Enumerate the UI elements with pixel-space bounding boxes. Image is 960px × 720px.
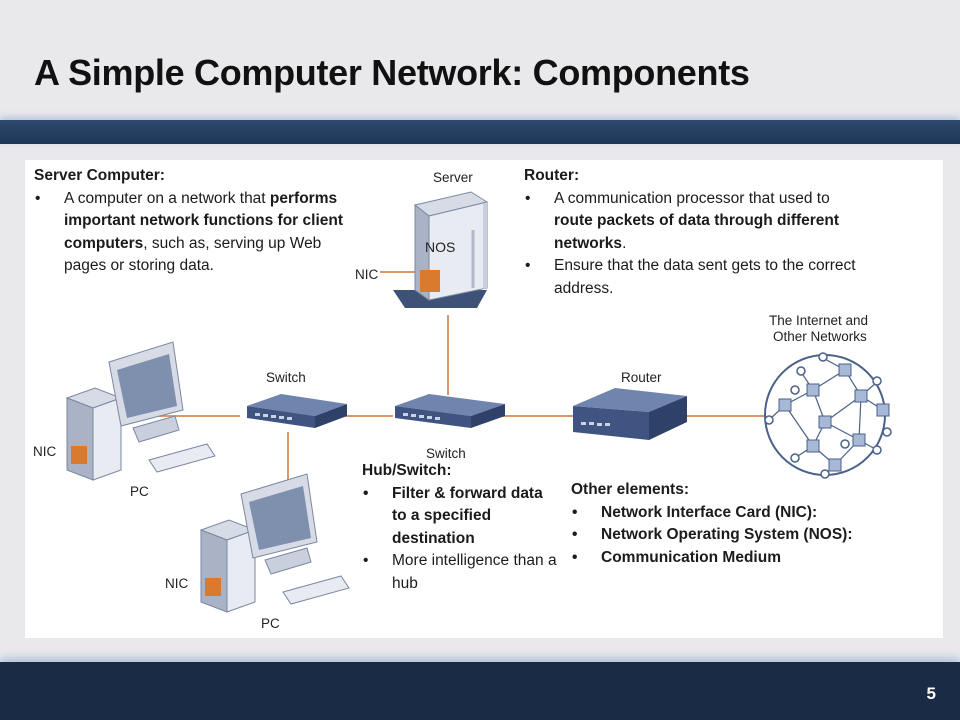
switch-center: Switch xyxy=(395,394,505,461)
server-bullet-emphasis: performs important network functions for… xyxy=(64,189,344,252)
network-diagram: Server NOS NIC Switch Switch Router xyxy=(33,170,892,631)
hub-switch-bullet: Filter & forward data to a specified des… xyxy=(362,483,557,551)
router-bullet-emphasis: route packets of data through different … xyxy=(554,212,840,252)
server-bullet-part: , such as, serving up Web pages or stori… xyxy=(64,234,322,275)
server-description: Server Computer: A computer on a network… xyxy=(34,165,364,278)
router-bullet-part: . xyxy=(622,234,627,252)
internet-label-line2: Other Networks xyxy=(773,329,867,344)
pc-left: NIC PC xyxy=(33,341,216,499)
server-bullet-part: A computer on a network that xyxy=(64,189,270,207)
slide-content: Server NOS NIC Switch Switch Router xyxy=(25,160,943,638)
pc-left-nic-label: NIC xyxy=(33,444,57,459)
switch-center-label: Switch xyxy=(426,446,466,461)
server-nic-card xyxy=(420,270,440,292)
pc-bottom-label: PC xyxy=(261,616,280,631)
nos-label: NOS xyxy=(425,239,455,255)
server-bullet: A computer on a network that performs im… xyxy=(34,188,364,278)
slide-title: A Simple Computer Network: Components xyxy=(34,52,750,93)
server-label: Server xyxy=(433,170,473,185)
internet-label-line1: The Internet and xyxy=(769,313,868,328)
internet-globe: The Internet and Other Networks xyxy=(764,313,892,479)
other-elements-description: Other elements: Network Interface Card (… xyxy=(571,479,921,569)
page-number: 5 xyxy=(926,684,936,703)
pc-bottom-nic-card xyxy=(205,578,221,596)
pc-left-label: PC xyxy=(130,484,149,499)
hub-switch-description: Hub/Switch: Filter & forward data to a s… xyxy=(362,460,557,595)
switch-left: Switch xyxy=(247,370,347,428)
footer-bar: 5 xyxy=(0,662,960,720)
other-elements-item: Network Operating System (NOS): xyxy=(571,524,921,547)
hub-switch-bullet: More intelligence than a hub xyxy=(362,550,557,595)
network-cables xyxy=(120,271,765,485)
pc-left-nic-card xyxy=(71,446,87,464)
pc-bottom-nic-label: NIC xyxy=(165,576,189,591)
router-bullet-part: A communication processor that used to xyxy=(554,189,830,207)
router-bullet: A communication processor that used to r… xyxy=(524,188,869,256)
switch-left-label: Switch xyxy=(266,370,306,385)
router-label: Router xyxy=(621,370,662,385)
router-heading: Router: xyxy=(524,167,580,184)
server-heading: Server Computer: xyxy=(34,167,165,184)
other-elements-item: Network Interface Card (NIC): xyxy=(571,502,921,525)
router-description: Router: A communication processor that u… xyxy=(524,165,869,300)
other-elements-item: Communication Medium xyxy=(571,547,921,570)
title-divider-bar xyxy=(0,120,960,144)
pc-bottom: NIC PC xyxy=(165,473,350,631)
router-bullet: Ensure that the data sent gets to the co… xyxy=(524,255,869,300)
hub-switch-heading: Hub/Switch: xyxy=(362,462,452,479)
other-elements-heading: Other elements: xyxy=(571,481,690,498)
router: Router xyxy=(573,370,687,440)
server-computer: Server NOS NIC xyxy=(355,170,489,308)
